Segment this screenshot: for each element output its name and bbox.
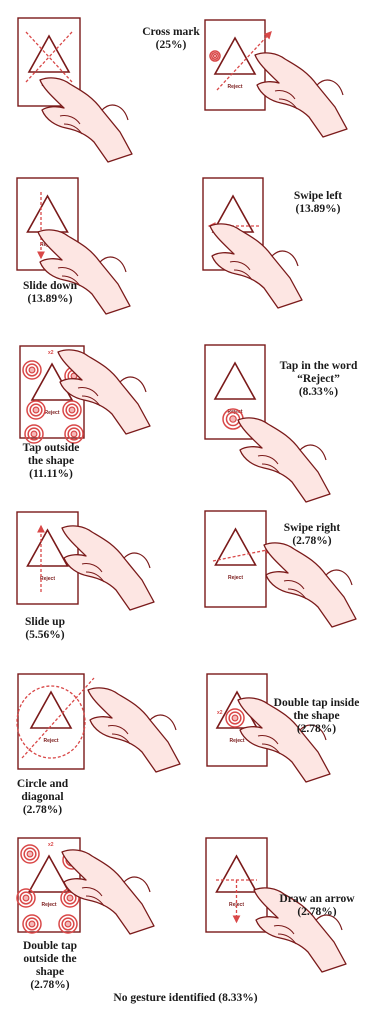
caption-line: shape <box>0 966 100 979</box>
card-word: Reject <box>41 902 56 908</box>
caption-line: (2.78%) <box>262 535 362 548</box>
card-word: Reject <box>44 410 59 416</box>
caption-draw-arrow: Draw an arrow(2.78%) <box>267 893 367 919</box>
caption-line: “Reject” <box>266 373 371 386</box>
caption-line: (11.11%) <box>0 468 102 481</box>
caption-line: Swipe right <box>262 522 362 535</box>
caption-tap-reject: Tap in the word“Reject”(8.33%) <box>266 360 371 399</box>
panel-double-tap-outside: Reject x2 <box>17 838 154 934</box>
footer-note: No gesture identified (8.33%) <box>0 992 371 1005</box>
panel-slide-up: Reject <box>17 512 154 610</box>
caption-line: (2.78%) <box>264 723 369 736</box>
caption-line: Double tap <box>0 940 100 953</box>
caption-line: (8.33%) <box>266 386 371 399</box>
caption-line: Circle and <box>0 778 85 791</box>
panel-tap-outside: Reject x2 <box>20 346 150 443</box>
caption-line: Swipe left <box>268 190 368 203</box>
card <box>18 674 84 769</box>
caption-line: Double tap inside <box>264 697 369 710</box>
hand <box>238 418 330 502</box>
panel-circle-diagonal: Reject <box>17 674 180 772</box>
caption-line: (13.89%) <box>268 203 368 216</box>
tap-count-mark: x2 <box>48 842 54 848</box>
caption-line: (2.78%) <box>267 906 367 919</box>
caption-cross-mark: Cross mark(25%) <box>96 26 246 52</box>
tap-count-mark: x2 <box>48 350 54 356</box>
caption-slide-down: Slide down(13.89%) <box>0 280 100 306</box>
caption-line: (5.56%) <box>0 629 90 642</box>
caption-slide-up: Slide up(5.56%) <box>0 616 90 642</box>
hand <box>40 78 132 162</box>
caption-line: (2.78%) <box>0 979 100 992</box>
hand <box>255 53 347 137</box>
card-word: Reject <box>43 738 58 744</box>
caption-line: Slide up <box>0 616 90 629</box>
caption-swipe-right: Swipe right(2.78%) <box>262 522 362 548</box>
caption-line: Slide down <box>0 280 100 293</box>
caption-line: (13.89%) <box>0 293 100 306</box>
card-word: Reject <box>229 738 244 744</box>
tap-count-mark: x2 <box>217 710 223 716</box>
caption-line: Cross mark <box>96 26 246 39</box>
card-word: Reject <box>227 84 242 90</box>
hand <box>264 543 356 627</box>
hand <box>88 688 180 772</box>
card <box>205 511 266 607</box>
card-word: Reject <box>228 575 243 581</box>
caption-line: Tap in the word <box>266 360 371 373</box>
caption-line: diagonal <box>0 791 85 804</box>
caption-line: outside the <box>0 953 100 966</box>
caption-line: (2.78%) <box>0 804 85 817</box>
card-word: Reject <box>40 576 55 582</box>
caption-line: the shape <box>0 455 102 468</box>
caption-line: (25%) <box>96 39 246 52</box>
caption-line: the shape <box>264 710 369 723</box>
caption-line: Tap outside <box>0 442 102 455</box>
caption-swipe-left: Swipe left(13.89%) <box>268 190 368 216</box>
caption-line: Draw an arrow <box>267 893 367 906</box>
